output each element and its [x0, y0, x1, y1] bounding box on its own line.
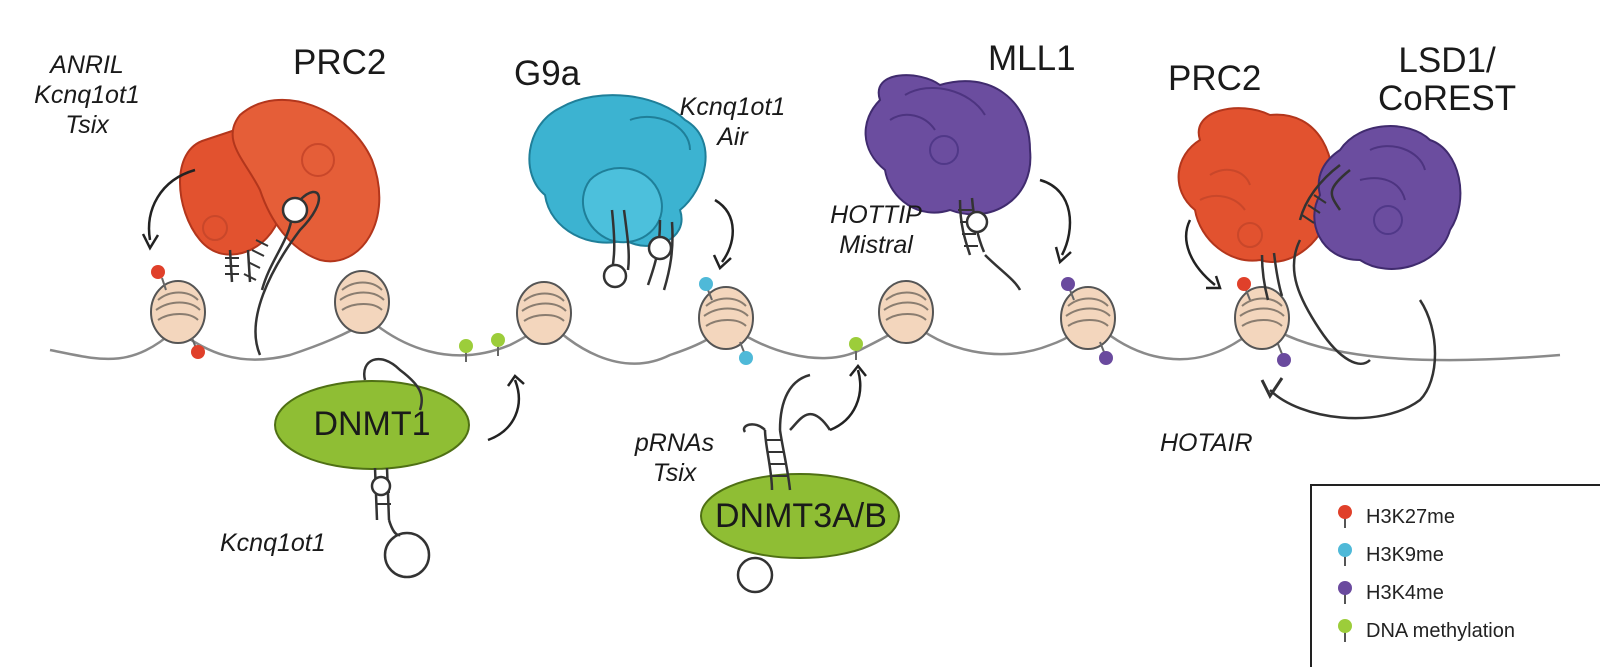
nucleosome [698, 286, 754, 350]
nucleosome [150, 280, 206, 344]
dna-strand [49, 315, 1561, 365]
hotair-rna [1260, 164, 1437, 420]
mll1-label: MLL1 [988, 39, 1076, 78]
hotair-label: HOTAIR [1160, 429, 1253, 457]
h3k27me-mark [1237, 277, 1251, 301]
nucleosome [1060, 286, 1116, 350]
h3k9me-mark [699, 277, 713, 301]
dnmt1-label: DNMT1 [313, 405, 431, 443]
mll1-rna-labels: HOTTIP Mistral [812, 200, 940, 260]
mll1-complex [864, 74, 1032, 291]
nucleosome [878, 280, 934, 344]
nucleosome [334, 270, 390, 334]
legend-label: H3K27me [1366, 505, 1455, 528]
arrow [141, 168, 1222, 442]
lsd1-corest-complex [1313, 125, 1462, 270]
legend-item-h3k9me: H3K9me [1336, 540, 1444, 570]
legend-item-dna-methylation: DNA methylation [1336, 616, 1515, 646]
dnmt1-rna-label: Kcnq1ot1 [220, 529, 326, 557]
g9a-complex [528, 94, 707, 291]
legend: H3K27me H3K9me H3K4me DNA methylation [1310, 484, 1600, 667]
rna-label-kcnq1ot1: Kcnq1ot1 [34, 81, 140, 109]
lollipop-icon [1338, 505, 1352, 528]
prc2-left-label: PRC2 [293, 43, 387, 82]
h3k4me-mark [1099, 341, 1113, 365]
rna-label-kcnq1ot1: Kcnq1ot1 [679, 93, 786, 121]
rna-label-air: Air [717, 123, 748, 151]
h3k27me-mark [191, 337, 205, 359]
h3k4me-mark [1277, 343, 1291, 367]
dna-methylation-mark [459, 339, 473, 362]
prc2-left-complex [179, 98, 381, 356]
legend-item-h3k4me: H3K4me [1336, 578, 1444, 608]
rna-label-tsix: Tsix [65, 111, 109, 139]
rna-label-prnas: pRNAs [634, 429, 715, 457]
legend-label: DNA methylation [1366, 619, 1515, 642]
dnmt3ab-label: DNMT3A/B [715, 497, 887, 535]
legend-label: H3K9me [1366, 543, 1444, 566]
nucleosome [516, 281, 572, 345]
h3k9me-mark [739, 341, 753, 365]
rna-label-mistral: Mistral [839, 231, 913, 259]
dnmt3-rna-labels: pRNAs Tsix [612, 428, 737, 488]
lsd1-corest-label: LSD1/ CoREST [1378, 42, 1516, 118]
lsd1-label-line1: LSD1/ [1398, 41, 1496, 80]
lollipop-icon [1338, 581, 1352, 604]
lollipop-icon [1338, 619, 1352, 642]
left-rna-labels: ANRIL Kcnq1ot1 Tsix [22, 50, 152, 140]
rna-label-hottip: HOTTIP [830, 201, 922, 229]
dna-methylation-mark [849, 337, 863, 360]
legend-item-h3k27me: H3K27me [1336, 502, 1455, 532]
rna-label-anril: ANRIL [50, 51, 124, 79]
dna-methylation-mark [491, 333, 505, 356]
dnmt3ab-complex [700, 373, 900, 594]
g9a-label: G9a [514, 54, 581, 93]
g9a-rna-labels: Kcnq1ot1 Air [670, 92, 795, 152]
lollipop-icon [1338, 543, 1352, 566]
lsd1-label-line2: CoREST [1378, 79, 1517, 118]
h3k27me-mark [151, 265, 167, 291]
rna-label-tsix: Tsix [652, 459, 697, 487]
prc2-right-label: PRC2 [1168, 59, 1262, 98]
h3k4me-mark [1061, 277, 1075, 301]
legend-label: H3K4me [1366, 581, 1444, 604]
nucleosome [1234, 286, 1290, 350]
dnmt1-complex [274, 358, 470, 579]
